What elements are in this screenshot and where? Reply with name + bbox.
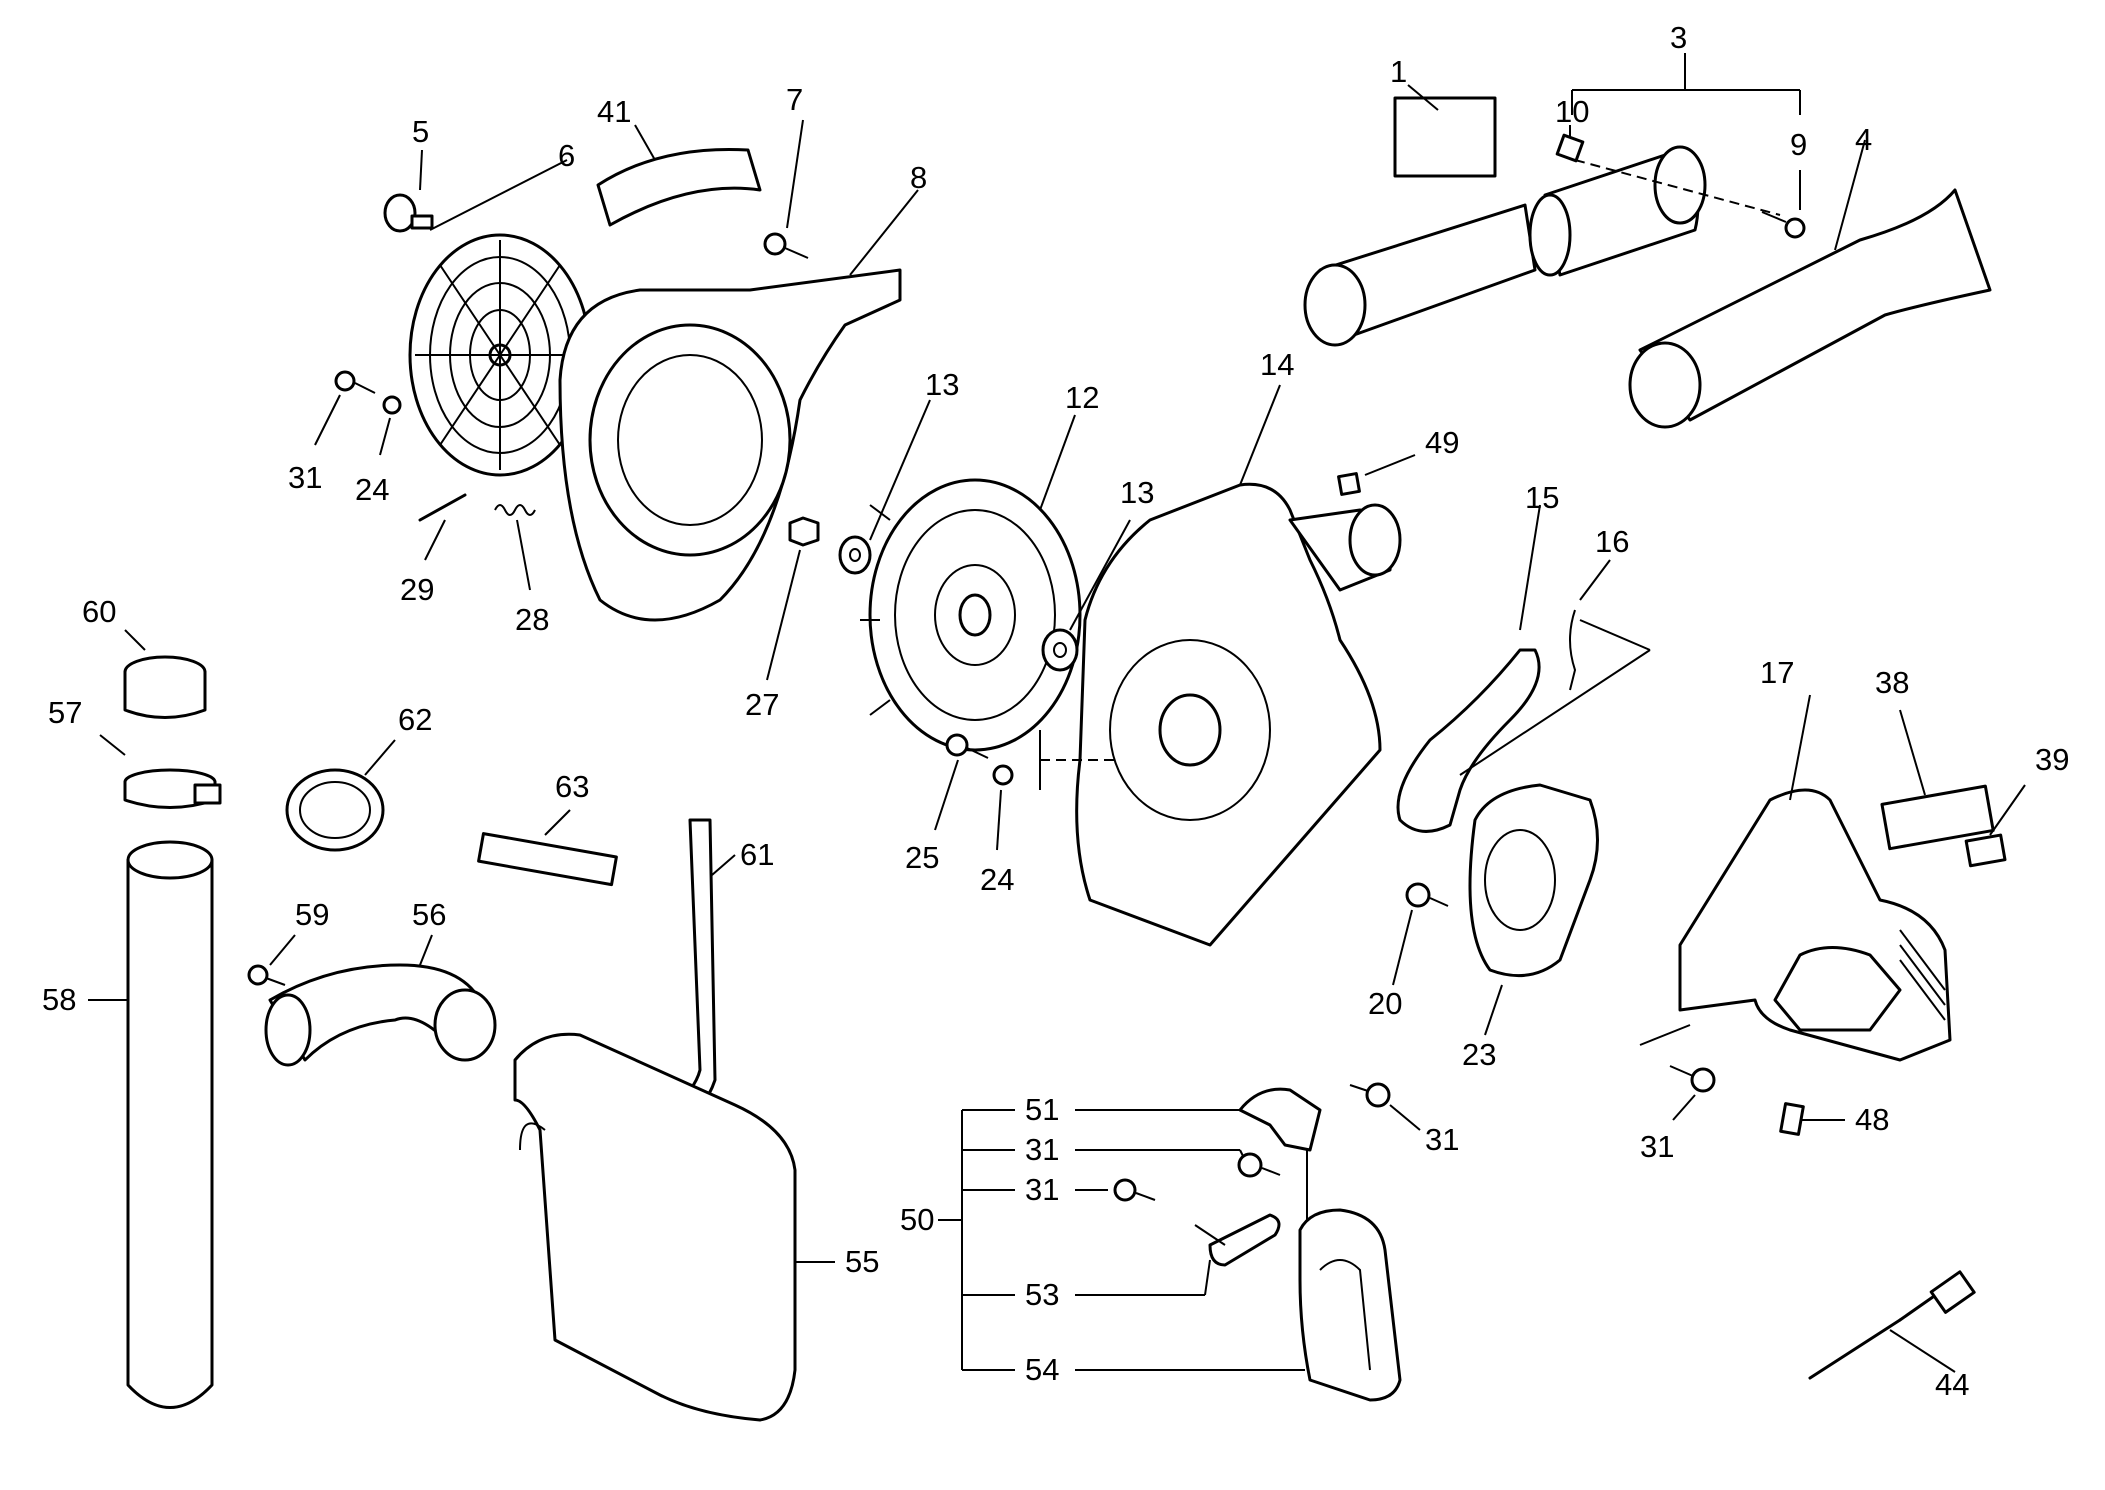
part-24-washer-left (379, 395, 402, 456)
label-part-17: 17 (1760, 655, 1794, 690)
label-part-38: 38 (1875, 665, 1909, 700)
part-54-handle (1298, 1208, 1402, 1402)
label-part-12: 12 (1065, 380, 1099, 415)
part-39-sticker (1964, 784, 2026, 868)
part-60-ring (123, 629, 207, 719)
part-55-collection-bag (513, 1032, 835, 1422)
part-53-clip (1194, 1213, 1281, 1267)
part-31-screw-right (1669, 1065, 1716, 1121)
label-part-31-group-a: 31 (1025, 1132, 1059, 1167)
label-part-51: 51 (1025, 1092, 1059, 1127)
label-part-60: 60 (82, 594, 116, 629)
part-7-screw (763, 119, 809, 259)
label-part-53: 53 (1025, 1277, 1059, 1312)
label-part-54: 54 (1025, 1352, 1059, 1387)
label-part-31-left: 31 (288, 460, 322, 495)
label-part-48: 48 (1855, 1102, 1889, 1137)
label-part-62: 62 (398, 702, 432, 737)
label-part-6: 6 (558, 138, 575, 173)
part-5-knob (383, 149, 434, 233)
label-part-31-right: 31 (1640, 1129, 1674, 1164)
label-part-61: 61 (740, 837, 774, 872)
part-6-intake-grille (408, 159, 592, 477)
label-part-50: 50 (900, 1202, 934, 1237)
part-24-washer-middle (992, 764, 1014, 851)
part-56-elbow-tube (264, 934, 497, 1067)
label-part-31-group-c: 31 (1425, 1122, 1459, 1157)
part-31-screw-group-lower (1113, 1178, 1156, 1202)
label-part-13-lower: 13 (1120, 475, 1154, 510)
part-31-screw-group-upper (1237, 1152, 1281, 1178)
label-part-29: 29 (400, 572, 434, 607)
part-13-washer-lower (1041, 519, 1131, 672)
label-part-13-upper: 13 (925, 367, 959, 402)
part-31-screw-group-right (1349, 1082, 1421, 1131)
label-part-41: 41 (597, 94, 631, 129)
part-10-nut (1555, 125, 1585, 163)
label-part-8: 8 (910, 160, 927, 195)
label-part-7: 7 (786, 82, 803, 117)
label-part-28: 28 (515, 602, 549, 637)
part-63-strip (477, 809, 618, 887)
part-48-sticker (1779, 1102, 1845, 1136)
label-part-23: 23 (1462, 1037, 1496, 1072)
part-16-wire (1459, 559, 1651, 776)
part-41-cover-sticker (596, 124, 762, 227)
label-part-24-left: 24 (355, 472, 389, 507)
part-61-strap (668, 818, 736, 1122)
part-58-intake-tube (88, 840, 214, 1409)
part-labels: 1 3 10 9 4 41 7 8 5 6 31 24 29 28 27 13 … (42, 20, 2069, 1402)
label-part-24-middle: 24 (980, 862, 1014, 897)
label-part-59: 59 (295, 897, 329, 932)
part-62-coupling-ring (285, 739, 396, 852)
part-59-screw (247, 934, 296, 986)
label-part-63: 63 (555, 769, 589, 804)
part-15-gasket (1396, 504, 1541, 833)
label-part-5: 5 (412, 114, 429, 149)
label-part-1: 1 (1390, 54, 1407, 89)
label-part-44: 44 (1935, 1367, 1969, 1402)
blower-pipe (1303, 145, 1781, 347)
label-part-39: 39 (2035, 742, 2069, 777)
part-17-engine (1639, 694, 1952, 1062)
label-part-4: 4 (1855, 122, 1872, 157)
part-28-spring (494, 504, 536, 591)
part-50-handle-group (938, 1109, 1305, 1371)
part-4-nozzle (1628, 139, 1992, 429)
part-25-screw (934, 733, 989, 831)
part-1-label-sticker (1393, 84, 1497, 178)
part-12-fan (860, 414, 1082, 752)
label-part-10: 10 (1555, 94, 1589, 129)
label-part-58: 58 (42, 982, 76, 1017)
label-part-25: 25 (905, 840, 939, 875)
label-part-3: 3 (1670, 20, 1687, 55)
label-part-55: 55 (845, 1244, 879, 1279)
part-23-cover (1468, 783, 1599, 1036)
label-part-14: 14 (1260, 347, 1294, 382)
label-part-27: 27 (745, 687, 779, 722)
label-part-9: 9 (1790, 127, 1807, 162)
part-8-fan-housing (558, 189, 919, 622)
label-part-49: 49 (1425, 425, 1459, 460)
part-57-hose-clamp (99, 734, 222, 809)
part-13-washer-upper (838, 399, 931, 575)
part-49-sticker (1337, 454, 1416, 496)
part-14-main-housing (1039, 384, 1402, 947)
label-part-16: 16 (1595, 524, 1629, 559)
label-part-31-group-b: 31 (1025, 1172, 1059, 1207)
part-44-spark-plug-wrench (1808, 1270, 1976, 1380)
part-38-sticker (1880, 709, 1995, 851)
label-part-15: 15 (1525, 480, 1559, 515)
part-3-bracket (1571, 53, 1801, 115)
part-20-screw (1392, 882, 1449, 986)
label-part-57: 57 (48, 695, 82, 730)
label-part-56: 56 (412, 897, 446, 932)
part-29-pin (418, 493, 467, 561)
part-31-screw-left (314, 370, 376, 446)
label-part-20: 20 (1368, 986, 1402, 1021)
part-27-nut (766, 516, 820, 681)
part-9-screw (1761, 170, 1806, 239)
